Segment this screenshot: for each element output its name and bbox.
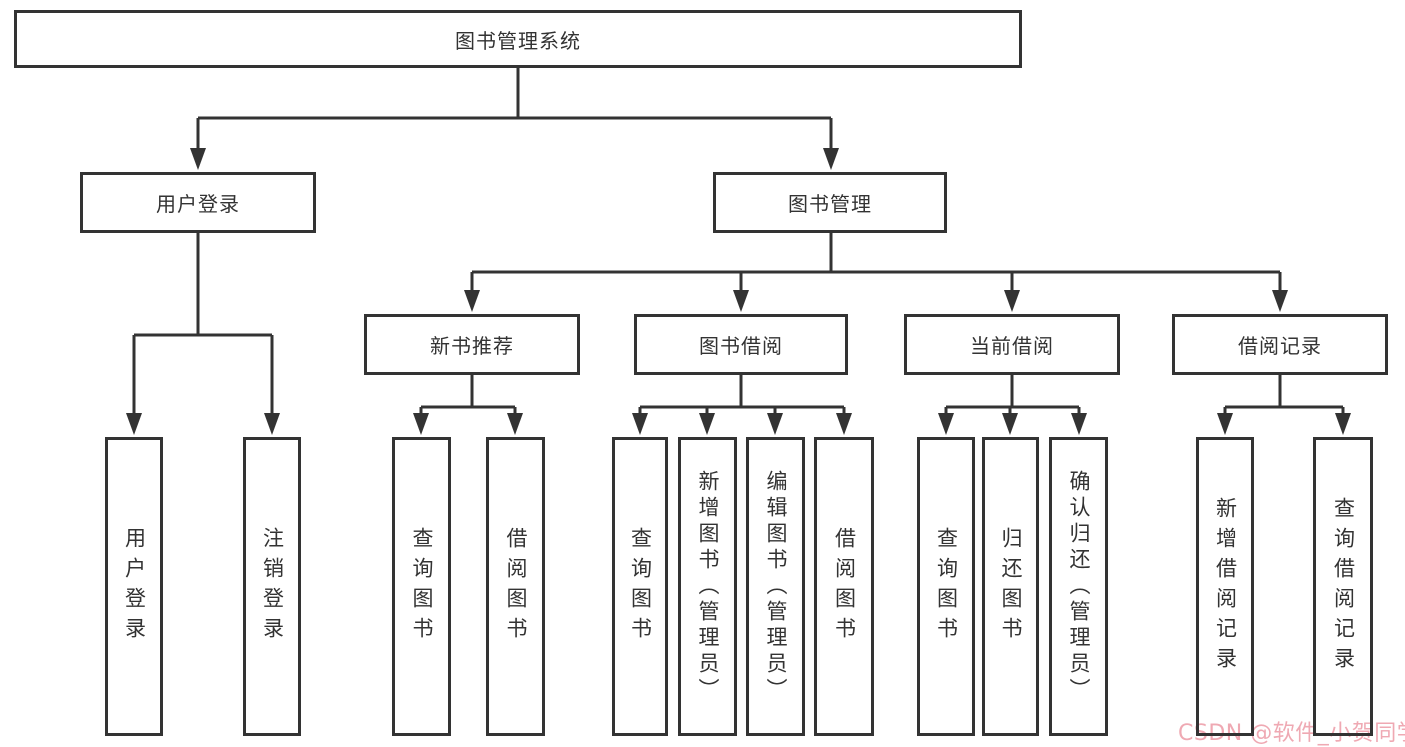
node-label: 图书管理 <box>788 192 872 216</box>
node-label: 新书推荐 <box>430 334 514 358</box>
node-label: 借阅图书 <box>832 526 857 647</box>
node-leaf-user-login: 用户登录 <box>105 437 163 736</box>
node-label: 查询图书 <box>628 526 653 647</box>
node-label: 图书借阅 <box>699 334 783 358</box>
node-label: 注销登录 <box>260 526 285 647</box>
node-label: 新增图书（管理员） <box>696 469 720 704</box>
node-leaf-borrow-books: 借阅图书 <box>814 437 874 736</box>
node-label: 查询图书 <box>934 526 959 647</box>
connector-root-to-level2 <box>190 67 839 170</box>
node-label: 借阅记录 <box>1238 334 1322 358</box>
node-current-borrow: 当前借阅 <box>904 314 1120 375</box>
node-label: 归还图书 <box>999 526 1023 647</box>
node-label: 确认归还（管理员） <box>1067 469 1091 704</box>
connector-book-management-children <box>464 233 1288 312</box>
connector-new-book-recommend-children <box>413 375 523 435</box>
connector-borrow-records-children <box>1217 375 1351 435</box>
connector-current-borrow-children <box>938 375 1087 435</box>
node-leaf-borrow-books-recommend: 借阅图书 <box>486 437 545 736</box>
node-leaf-add-borrow-record: 新增借阅记录 <box>1196 437 1254 736</box>
node-borrow-records: 借阅记录 <box>1172 314 1388 375</box>
node-book-management: 图书管理 <box>713 172 947 233</box>
node-label: 查询图书 <box>410 526 434 647</box>
node-label: 用户登录 <box>156 192 240 216</box>
node-leaf-query-books-recommend: 查询图书 <box>392 437 451 736</box>
node-leaf-edit-books-admin: 编辑图书（管理员） <box>746 437 805 736</box>
node-leaf-confirm-return-admin: 确认归还（管理员） <box>1049 437 1108 736</box>
node-new-book-recommend: 新书推荐 <box>364 314 580 375</box>
node-label: 图书管理系统 <box>455 28 581 53</box>
node-label: 用户登录 <box>122 526 147 647</box>
node-leaf-logout: 注销登录 <box>243 437 301 736</box>
connector-user-login-children <box>126 233 280 435</box>
node-leaf-add-books-admin: 新增图书（管理员） <box>678 437 737 736</box>
node-label: 编辑图书（管理员） <box>764 469 788 704</box>
node-label: 借阅图书 <box>504 526 528 647</box>
node-book-borrow: 图书借阅 <box>634 314 848 375</box>
node-user-login: 用户登录 <box>80 172 316 233</box>
node-label: 查询借阅记录 <box>1331 496 1356 677</box>
node-leaf-return-books: 归还图书 <box>982 437 1039 736</box>
node-label: 当前借阅 <box>970 334 1054 358</box>
node-root-system: 图书管理系统 <box>14 10 1022 68</box>
node-leaf-query-borrow-record: 查询借阅记录 <box>1313 437 1373 736</box>
connector-book-borrow-children <box>632 375 852 435</box>
node-leaf-query-books-current: 查询图书 <box>917 437 975 736</box>
node-leaf-query-books-borrow: 查询图书 <box>612 437 668 736</box>
node-label: 新增借阅记录 <box>1213 496 1238 677</box>
